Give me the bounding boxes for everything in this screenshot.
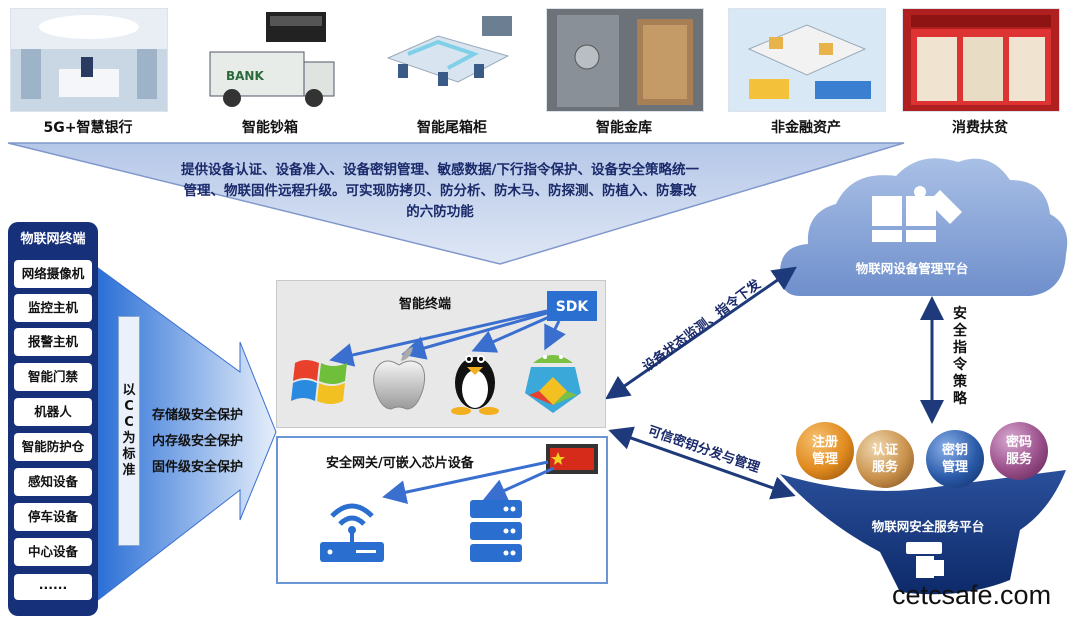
terminal-item: 感知设备 xyxy=(14,468,92,496)
gateway-title: 安全网关/可嵌入芯片设备 xyxy=(326,456,474,471)
card-reader-icon xyxy=(906,542,944,578)
terminal-item: 智能门禁 xyxy=(14,363,92,391)
chip-links xyxy=(382,460,555,504)
protection-memory: 内存级安全保护 xyxy=(152,434,244,449)
terminal-item: 中心设备 xyxy=(14,538,92,566)
service-authentication: 认证服务 xyxy=(856,430,914,488)
capability-description: 提供设备认证、设备准入、设备密钥管理、敏感数据/下行指令保护、设备安全策略统一管… xyxy=(181,162,699,220)
photo-smart-bank xyxy=(10,8,168,112)
caption-non-financial-assets: 非金融资产 xyxy=(771,120,841,136)
android-logo-icon xyxy=(525,355,581,413)
cloud-shape xyxy=(780,158,1068,296)
smart-terminal-title: 智能终端 xyxy=(399,297,452,312)
photo-smart-vault xyxy=(546,8,704,112)
iot-terminal-panel: 物联网终端 网络摄像机 监控主机 报警主机 智能门禁 机器人 智能防护仓 感知设… xyxy=(8,222,98,616)
service-registration: 注册管理 xyxy=(796,422,854,480)
svg-text:BANK: BANK xyxy=(226,69,264,83)
protection-firmware: 固件级安全保护 xyxy=(152,460,244,475)
photo-smart-tail-box-cabinet xyxy=(378,8,534,110)
service-key-management: 密钥管理 xyxy=(926,430,984,488)
apple-logo-icon xyxy=(373,347,426,410)
terminal-arrow-shape xyxy=(97,267,277,602)
caption-smart-vault: 智能金库 xyxy=(596,120,652,136)
caption-consumer-poverty-alleviation: 消费扶贫 xyxy=(952,120,1008,136)
gateway-device-box: 安全网关/可嵌入芯片设备 xyxy=(276,436,608,584)
security-platform-label: 物联网安全服务平台 xyxy=(871,519,985,534)
photo-smart-cash-box: BANK xyxy=(196,8,352,110)
photo-non-financial-assets xyxy=(728,8,886,112)
terminal-item: 网络摄像机 xyxy=(14,260,92,288)
arrow-gateway-platform xyxy=(608,426,796,500)
protection-storage: 存储级安全保护 xyxy=(152,408,244,423)
arrow-terminal-cloud xyxy=(605,266,797,400)
router-icon xyxy=(320,503,384,562)
sdk-badge: SDK xyxy=(547,291,597,321)
server-icon xyxy=(470,500,522,562)
caption-smart-bank: 5G+智慧银行 xyxy=(43,120,133,136)
terminal-item: 智能防护仓 xyxy=(14,433,92,461)
photo-consumer-poverty-alleviation xyxy=(902,8,1060,112)
caption-smart-cash-box: 智能钞箱 xyxy=(242,120,298,136)
sdk-links xyxy=(329,309,566,367)
iot-terminal-title: 物联网终端 xyxy=(20,232,86,247)
terminal-item: 报警主机 xyxy=(14,328,92,356)
windows-logo-icon xyxy=(291,360,347,404)
terminal-item: 机器人 xyxy=(14,398,92,426)
security-policy-vertical-text: 安 全 指 令 策 略 xyxy=(953,306,967,407)
terminal-item: 停车设备 xyxy=(14,503,92,531)
cloud-platform-label: 物联网设备管理平台 xyxy=(855,261,969,276)
service-cryptography: 密码服务 xyxy=(990,422,1048,480)
linux-tux-icon xyxy=(451,355,499,415)
terminal-item: ...... xyxy=(14,574,92,600)
chip-flag-icon xyxy=(546,444,598,474)
funnel-shape xyxy=(7,142,905,265)
puzzle-icon xyxy=(872,186,962,242)
terminal-item: 监控主机 xyxy=(14,294,92,322)
smart-terminal-box: 智能终端 SDK xyxy=(276,280,606,428)
platform-bowl-shape xyxy=(780,470,1066,595)
cc-standard-label: 以 C C 为 标 准 xyxy=(118,316,140,546)
watermark: cetcsafe.com xyxy=(892,580,1052,610)
caption-smart-tail-box-cabinet: 智能尾箱柜 xyxy=(417,120,487,136)
